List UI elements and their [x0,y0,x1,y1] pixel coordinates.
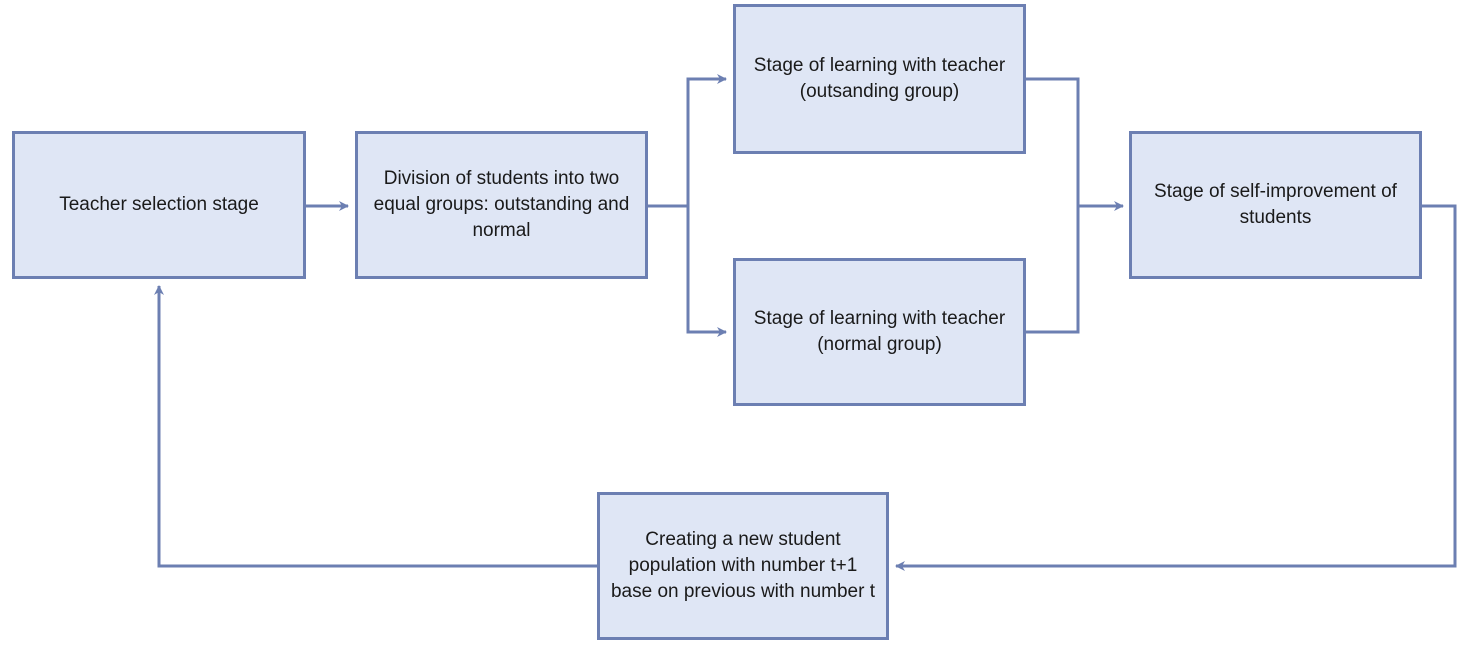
teacher-selection-node: Teacher selection stage [12,131,306,279]
edge-division-to-normal [686,206,727,337]
division-label: Division of students into two equal grou… [373,168,630,241]
division-node: Division of students into two equal grou… [355,131,648,279]
edge-division-to-outstanding [646,74,727,208]
self-improvement-label: Stage of self-improvement of students [1154,181,1397,228]
learning-outstanding-label: Stage of learning with teacher (outsandi… [753,55,1006,102]
teacher-selection-label: Teacher selection stage [59,194,259,215]
edge-self-improvement-to-new-population [895,204,1457,571]
learning-outstanding-node: Stage of learning with teacher (outsandi… [733,4,1026,154]
new-population-label: Creating a new student population with n… [610,529,876,602]
edge-new-population-to-teacher [154,285,598,568]
learning-normal-node: Stage of learning with teacher (normal g… [733,258,1026,406]
edge-outstanding-to-self-improvement [1024,77,1080,334]
learning-normal-label: Stage of learning with teacher (normal g… [753,308,1006,355]
self-improvement-node: Stage of self-improvement of students [1129,131,1422,279]
new-population-node: Creating a new student population with n… [597,492,889,640]
